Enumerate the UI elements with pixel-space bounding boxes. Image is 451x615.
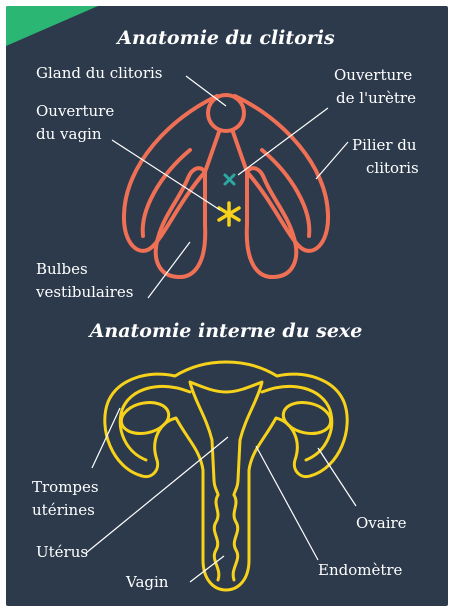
label-bulbes-1: Bulbes bbox=[36, 260, 88, 278]
vaginal-opening-marker bbox=[219, 203, 239, 225]
label-endometre: Endomètre bbox=[318, 561, 403, 579]
label-bulbes-2: vestibulaires bbox=[35, 283, 133, 301]
label-pilier-2: clitoris bbox=[366, 159, 419, 177]
label-vagin-opening-2: du vagin bbox=[36, 125, 102, 143]
vagina-wall-right bbox=[233, 495, 238, 580]
label-uterus: Utérus bbox=[36, 543, 88, 561]
clitoris-crus-inner-left bbox=[143, 150, 190, 236]
clitoris-shaft bbox=[205, 132, 247, 172]
label-vagin: Vagin bbox=[125, 573, 169, 591]
leader-uterus bbox=[86, 437, 228, 553]
clitoris-glans bbox=[208, 95, 244, 131]
label-uretre-1: Ouverture bbox=[334, 66, 412, 84]
title-internal-anatomy: Anatomie interne du sexe bbox=[88, 320, 363, 342]
vestibular-bulb-right bbox=[247, 168, 296, 277]
label-gland: Gland du clitoris bbox=[36, 64, 163, 82]
leader-pilier bbox=[316, 142, 348, 179]
label-vagin-opening-1: Ouverture bbox=[36, 102, 114, 120]
title-clitoris: Anatomie du clitoris bbox=[115, 27, 335, 49]
uterus-outer bbox=[105, 362, 347, 590]
uterus-illustration bbox=[105, 362, 347, 590]
leader-endometre bbox=[256, 446, 318, 560]
cervix bbox=[214, 480, 238, 495]
label-uretre-2: de l'urètre bbox=[336, 89, 416, 107]
label-trompes-2: utérines bbox=[32, 501, 95, 519]
clitoris-crus-inner-right bbox=[262, 150, 309, 236]
clitoris-crura bbox=[124, 96, 328, 251]
label-trompes-1: Trompes bbox=[32, 478, 99, 496]
label-ovaire: Ovaire bbox=[356, 514, 407, 532]
clitoris-illustration bbox=[124, 95, 328, 277]
label-pilier-1: Pilier du bbox=[352, 136, 417, 154]
urethra-opening-marker bbox=[225, 175, 234, 184]
vagina-wall-left bbox=[214, 495, 219, 580]
